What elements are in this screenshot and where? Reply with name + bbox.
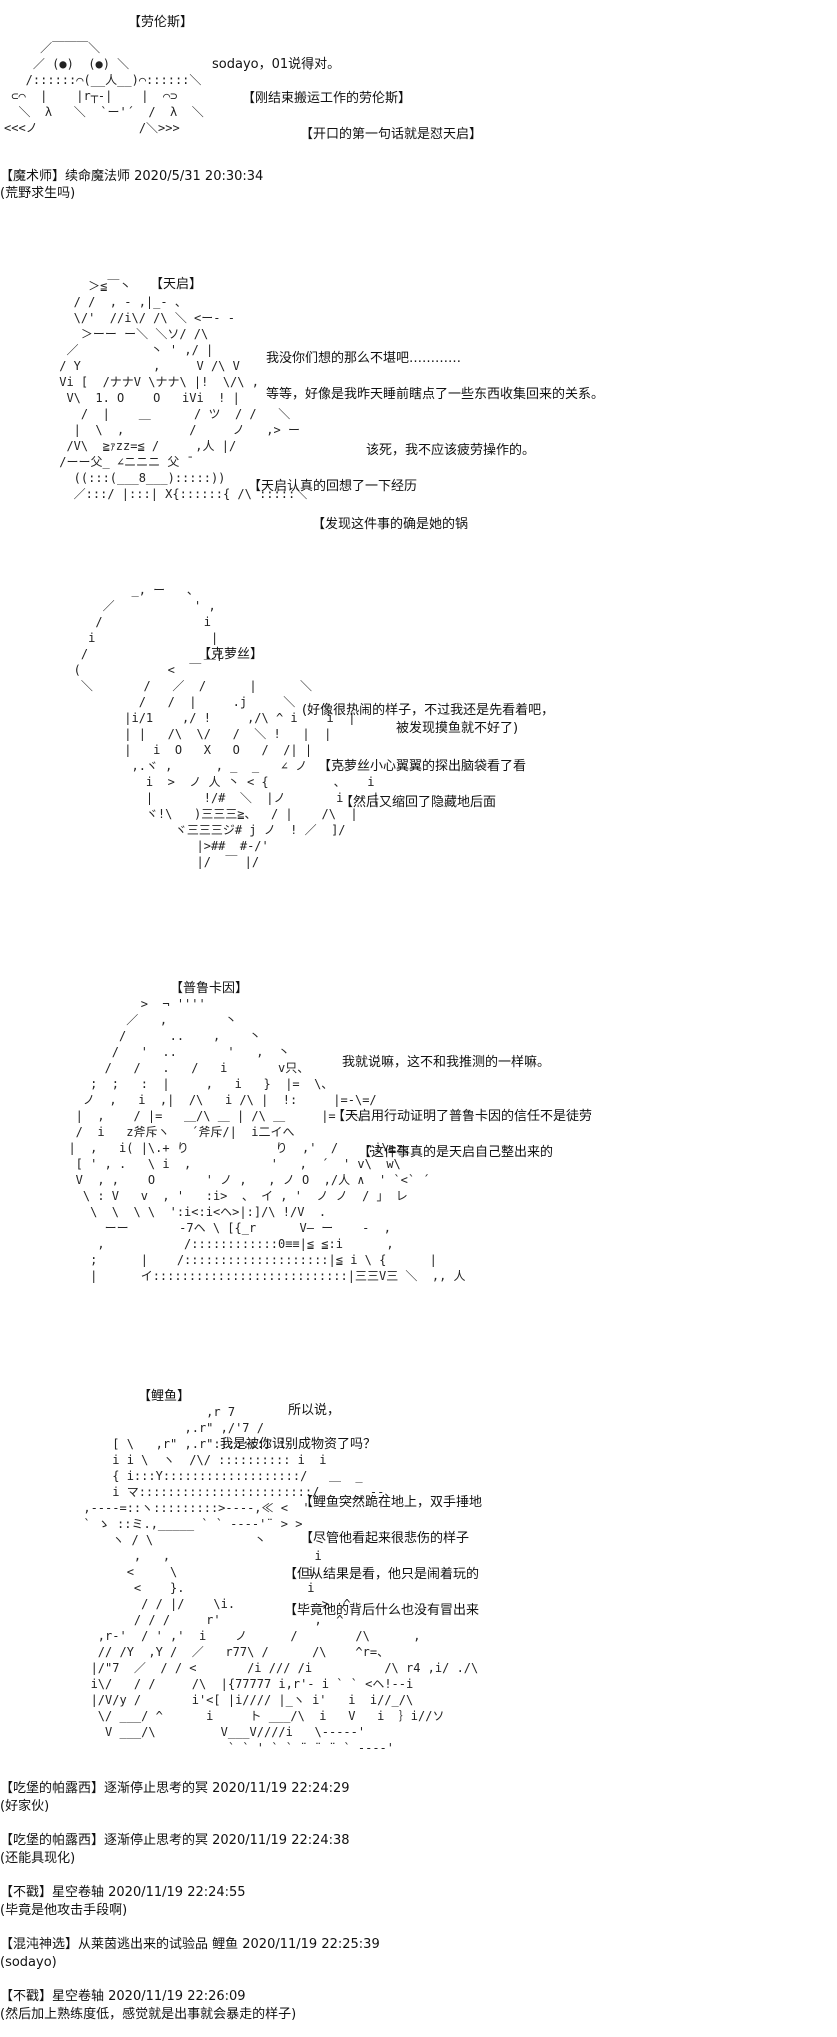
comment-text: (sodayo) — [0, 1955, 57, 1970]
dialogue-line: 该死，我不应该疲劳操作的。 — [366, 443, 536, 458]
comment-header: 【吃堡的帕露西】逐渐停止思考的冥 2020/11/19 22:24:29 — [0, 1781, 350, 1796]
narration-note: 【毕竟他的背后什么也没有冒出来 — [284, 1603, 480, 1618]
ascii-art-lawrence: ／￣￣￣＼ ／ (●) (●) ＼ /::::::⌒(__人__)⌒::::::… — [4, 41, 204, 135]
comment-header: 【混沌神选】从莱茵逃出来的试验品 鲤鱼 2020/11/19 22:25:39 — [0, 1937, 380, 1952]
comment-text: (荒野求生吗) — [0, 186, 76, 201]
ascii-art-carp: ,r 7 ,.r" ,/'7 / [ \ ,r" ,.r":::::::i i … — [83, 1405, 479, 1755]
narration-note: 【发现这件事的确是她的锅 — [312, 517, 469, 532]
speaker-label-carp: 【鲤鱼】 — [138, 1389, 191, 1404]
speaker-label-tianqi: 【天启】 — [150, 277, 203, 292]
narration-note: 【天启用行动证明了普鲁卡因的信任不是徒劳 — [332, 1109, 593, 1124]
narration-note: 【尽管他看起来很悲伤的样子 — [300, 1531, 470, 1546]
narration-note: 【然后又缩回了隐藏地后面 — [340, 795, 497, 810]
dialogue-line: 被发现摸鱼就不好了) — [396, 721, 519, 736]
speaker-label-procaine: 【普鲁卡因】 — [170, 981, 249, 996]
narration-note: 【克萝丝小心翼翼的探出脑袋看了看 — [318, 759, 527, 774]
narration-note: 【鲤鱼突然跪在地上，双手捶地 — [300, 1495, 483, 1510]
dialogue-line: 所以说， — [288, 1403, 341, 1418]
speaker-label-klaus: 【克萝丝】 — [198, 647, 264, 662]
comment-header: 【不戳】星空卷轴 2020/11/19 22:26:09 — [0, 1989, 246, 2004]
narration-note: 【开口的第一句话就是怼天启】 — [300, 127, 483, 142]
dialogue-line: 等等，好像是我昨天睡前瞎点了一些东西收集回来的关系。 — [266, 387, 605, 402]
comment-text: (毕竟是他攻击手段啊) — [0, 1903, 128, 1918]
comment-text: (好家伙) — [0, 1799, 50, 1814]
dialogue-line: 我是被你识别成物资了吗？ — [220, 1437, 377, 1452]
speaker-label-lawrence: 【劳伦斯】 — [128, 15, 194, 30]
comment-text: (还能具现化) — [0, 1851, 76, 1866]
dialogue-line: sodayo，01说得对。 — [212, 57, 341, 72]
dialogue-line: 我没你们想的那么不堪吧………… — [266, 351, 462, 366]
ascii-art-klaus: _, ー 、 ／ ' , / i i | / ＿| ( < ￣ ＼ / ／ / … — [73, 583, 380, 869]
comment-header: 【魔术师】续命魔法师 2020/5/31 20:30:34 — [0, 169, 264, 184]
narration-note: 【刚结束搬运工作的劳伦斯】 — [242, 91, 412, 106]
narration-note: 【这件事真的是天启自己整出来的 — [358, 1145, 554, 1160]
dialogue-line: (好像很热闹的样子，不过我还是先看着吧， — [302, 703, 555, 718]
dialogue-line: 我就说嘛，这不和我推测的一样嘛。 — [342, 1055, 551, 1070]
comment-header: 【不戳】星空卷轴 2020/11/19 22:24:55 — [0, 1885, 246, 1900]
ascii-art-procaine: > ¬ '''' ／ , 丶 / .. , 丶 / ' .. ' , 丶 / /… — [68, 997, 466, 1283]
ascii-art-tianqi: ＞≦￣丶 / / , - ,|_- 、 \/' //i\/ /\ ＼ <ー- -… — [59, 279, 308, 501]
comment-text: (然后加上熟练度低，感觉就是出事就会暴走的样子) — [0, 2007, 297, 2022]
narration-note: 【天启认真的回想了一下经历 — [248, 479, 418, 494]
narration-note: 【但从结果是看，他只是闹着玩的 — [284, 1567, 480, 1582]
comment-header: 【吃堡的帕露西】逐渐停止思考的冥 2020/11/19 22:24:38 — [0, 1833, 350, 1848]
